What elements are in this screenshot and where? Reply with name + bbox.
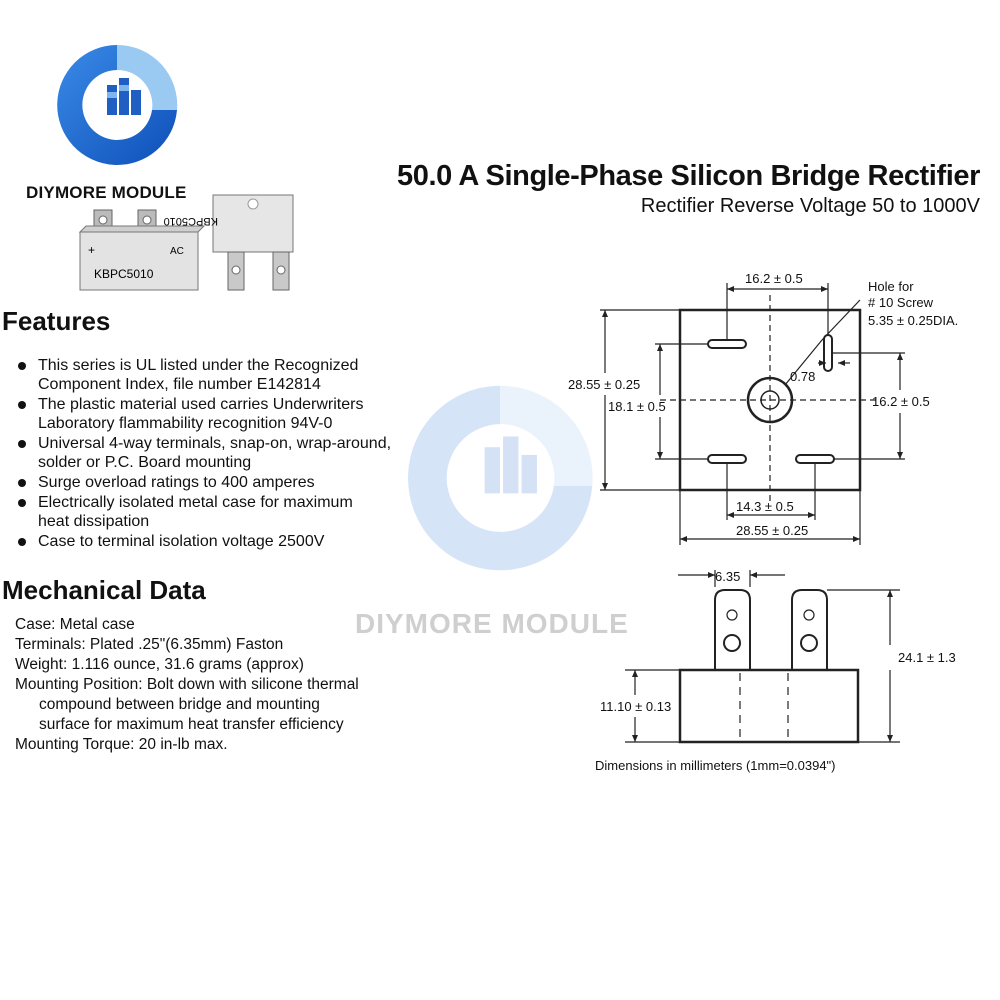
terminal-top-left (707, 339, 747, 349)
dim-inner-height: 18.1 ± 0.5 (608, 399, 666, 414)
mounting-hole (746, 376, 794, 424)
dim-terminal-width: 6.35 (715, 569, 740, 584)
photo-plus-mark: + (88, 243, 95, 257)
mech-terminals: Terminals: Plated .25"(6.35mm) Faston (15, 636, 284, 653)
mech-torque: Mounting Torque: 20 in-lb max. (15, 736, 228, 753)
list-item: Case to terminal isolation voltage 2500V (10, 532, 470, 551)
list-item: Universal 4-way terminals, snap-on, wrap… (10, 434, 470, 472)
side-terminal-left (714, 589, 751, 670)
bullet-icon (18, 362, 26, 370)
dim-body-height: 11.10 ± 0.13 (600, 699, 671, 714)
bullet-icon (18, 538, 26, 546)
dim-note: Dimensions in millimeters (1mm=0.0394") (595, 758, 836, 773)
dim-outer-height: 28.55 ± 0.25 (568, 377, 640, 392)
dim-hole-line1: Hole for (868, 279, 914, 294)
dim-total-height: 24.1 ± 1.3 (898, 650, 956, 665)
terminal-bottom-left (707, 454, 747, 464)
features-list: This series is UL listed under the Recog… (10, 356, 470, 552)
page-title: 50.0 A Single-Phase Silicon Bridge Recti… (397, 160, 980, 192)
dim-hole-line2: # 10 Screw (868, 295, 934, 310)
bullet-icon (18, 401, 26, 409)
brand-name: DIYMORE MODULE (26, 183, 187, 202)
mech-mounting-position-cont: surface for maximum heat transfer effici… (39, 716, 344, 733)
list-item: The plastic material used carries Underw… (10, 395, 470, 433)
features-heading: Features (2, 306, 111, 336)
dim-bottom-pin-spacing: 14.3 ± 0.5 (736, 499, 794, 514)
list-item: This series is UL listed under the Recog… (10, 356, 470, 394)
rectifier-front-image: + AC KBPC5010 (78, 209, 206, 291)
terminal-bottom-right (795, 454, 835, 464)
list-item: Surge overload ratings to 400 amperes (10, 473, 470, 492)
dim-hole-line3: 5.35 ± 0.25DIA. (868, 313, 958, 328)
dim-outer-width: 28.55 ± 0.25 (736, 523, 808, 538)
photo-label-back: KBPC5010 (164, 215, 218, 227)
side-terminal-right (791, 589, 828, 670)
photo-ac-mark: AC (170, 246, 184, 257)
dim-top-width: 16.2 ± 0.5 (745, 271, 803, 286)
mech-weight: Weight: 1.116 ounce, 31.6 grams (approx) (15, 656, 304, 673)
dim-right-height: 16.2 ± 0.5 (872, 394, 930, 409)
dimension-drawing: 16.2 ± 0.5 Hole for # 10 Screw 5.35 ± 0.… (568, 271, 958, 773)
mechanical-heading: Mechanical Data (2, 575, 206, 605)
bullet-icon (18, 440, 26, 448)
watermark-text: DIYMORE MODULE (355, 608, 629, 639)
watermark-logo-icon (408, 385, 593, 571)
rectifier-back-image: KBPC5010 (164, 194, 294, 291)
bullet-icon (18, 479, 26, 487)
bullet-icon (18, 499, 26, 507)
mech-mounting-position: Mounting Position: Bolt down with silico… (15, 676, 359, 693)
mech-case: Case: Metal case (15, 616, 135, 633)
mechanical-data: Case: Metal case Terminals: Plated .25"(… (15, 615, 455, 755)
rectifier-photo: + AC KBPC5010 KBPC5010 (78, 194, 294, 291)
mech-mounting-position-cont: compound between bridge and mounting (39, 696, 320, 713)
photo-label-front: KBPC5010 (94, 267, 154, 281)
side-view-body (678, 668, 860, 744)
brand-logo-icon (57, 44, 178, 165)
dim-pin-width: 0.78 (790, 369, 815, 384)
page-subtitle: Rectifier Reverse Voltage 50 to 1000V (640, 195, 980, 217)
terminal-top-right (823, 334, 833, 372)
list-item: Electrically isolated metal case for max… (10, 493, 470, 531)
